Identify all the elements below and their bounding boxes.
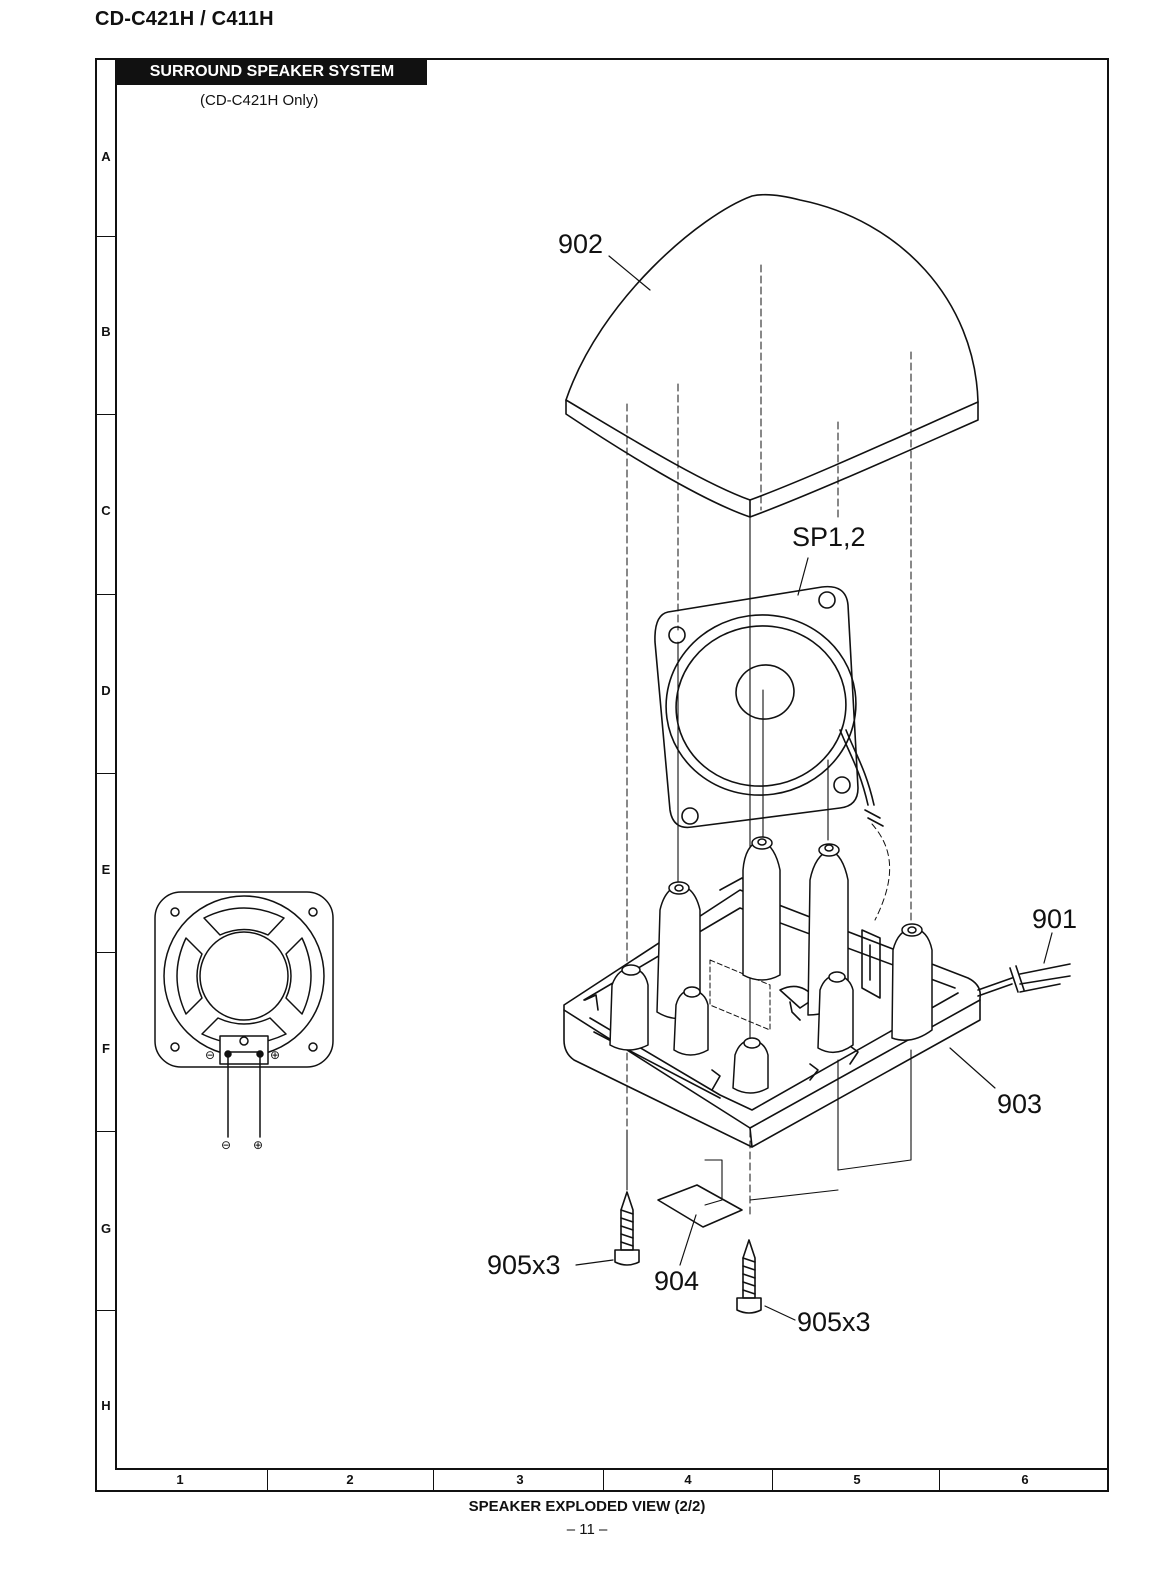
callout-904: 904: [654, 1266, 699, 1296]
lead-plus-mark: ⊕: [253, 1138, 263, 1152]
speaker-rear-detail: [155, 892, 333, 1137]
terminal-minus-mark: ⊖: [205, 1048, 215, 1062]
top-cover-902: [566, 195, 978, 517]
screw-905-center: [737, 1240, 761, 1313]
callout-903: 903: [997, 1089, 1042, 1119]
label-sheet-904: [658, 1185, 742, 1227]
callout-905-left: 905x3: [487, 1250, 561, 1280]
figure-caption: SPEAKER EXPLODED VIEW (2/2): [0, 1498, 1174, 1515]
page-number: – 11 –: [0, 1521, 1174, 1538]
terminal-plus-mark: ⊕: [270, 1048, 280, 1062]
callout-sp12: SP1,2: [792, 522, 866, 552]
leader-lines: [576, 256, 1052, 1320]
screw-905-left: [615, 1192, 639, 1265]
callout-901: 901: [1032, 904, 1077, 934]
mounting-bosses: [610, 837, 932, 1093]
callout-902: 902: [558, 229, 603, 259]
lead-minus-mark: ⊖: [221, 1138, 231, 1152]
callout-905-right: 905x3: [797, 1307, 871, 1337]
